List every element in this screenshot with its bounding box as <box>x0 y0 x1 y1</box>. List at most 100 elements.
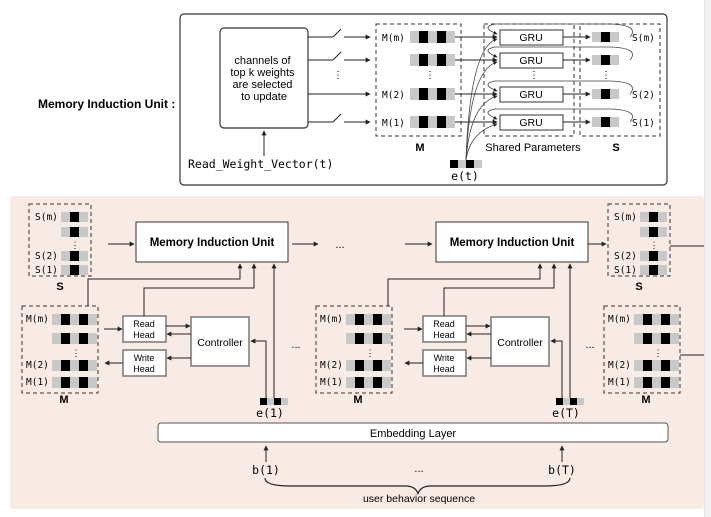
state-vector <box>61 212 88 222</box>
vector-cell-light <box>446 54 455 66</box>
state-group-label: S <box>612 142 619 154</box>
vector-cell-dark <box>373 333 382 344</box>
vector-cell-light <box>52 360 61 371</box>
vector-cell-light <box>346 314 355 325</box>
b1-label: b(1) <box>252 463 280 477</box>
vector-cell-light <box>458 160 466 168</box>
vector-cell-light <box>52 377 61 388</box>
state-group-sT: S(m)S(2)S(1)⋮S <box>607 203 671 293</box>
gru-label: GRU <box>519 117 542 129</box>
read-head-to-miu-arrow <box>443 263 557 316</box>
vector-cell-light <box>658 227 667 237</box>
input-label: e(1) <box>256 406 284 420</box>
input-to-controller-arrow <box>250 338 267 398</box>
vector-cell-dark <box>355 360 364 371</box>
vector-cell-light <box>410 88 419 100</box>
read-head-label: Head <box>433 330 455 340</box>
memory-to-miu-arrow <box>387 263 543 306</box>
vector-cell-light <box>610 117 619 127</box>
vector-cell-dark <box>450 160 458 168</box>
vector-cell-dark <box>79 333 88 344</box>
top-state-rows: S(m)S(2)S(1)⋮ <box>592 32 655 129</box>
bottom-panel-bg <box>10 196 704 509</box>
state-row-label: S(1) <box>35 265 58 276</box>
vector-cell-light <box>658 251 667 261</box>
scrollbar[interactable] <box>704 0 711 517</box>
vector-cell-light <box>652 377 661 388</box>
vector-cell-light <box>592 32 601 42</box>
switch-blade <box>332 51 342 61</box>
state-feedback-curve <box>487 46 633 61</box>
state-row-label: S(2) <box>632 90 655 101</box>
memory-row-label: M(2) <box>382 90 405 101</box>
vector-cell-light <box>652 333 661 344</box>
controller-box <box>490 316 550 367</box>
vector-cell-light <box>88 377 97 388</box>
bT-label: b(T) <box>548 463 576 477</box>
channel-switches: ⋮ <box>308 28 371 125</box>
vector-cell-dark <box>373 314 382 325</box>
state-row-label: S(2) <box>35 251 58 262</box>
vector-cell-light <box>364 377 373 388</box>
vertical-ellipsis: ⋮ <box>71 240 80 250</box>
state-group-box <box>28 203 92 277</box>
vector-cell-light <box>364 360 373 371</box>
write-head-label: Head <box>433 364 455 374</box>
vector-cell-light <box>446 88 455 100</box>
vector-cell-dark <box>70 212 79 222</box>
state-group-label: S <box>56 281 63 293</box>
vector-cell-light <box>658 212 667 222</box>
vector-cell-dark <box>419 88 428 100</box>
vector-cell-light <box>364 314 373 325</box>
vertical-ellipsis: ⋮ <box>72 348 81 358</box>
read-head-label: Head <box>133 330 155 340</box>
vector-cell-dark <box>661 333 670 344</box>
vertical-ellipsis: ⋮ <box>425 70 435 81</box>
vector-cell-light <box>70 314 79 325</box>
vector-cell-light <box>652 360 661 371</box>
top-memory-rows: M(m)M(2)M(1)⋮ <box>382 31 498 129</box>
vector-cell-light <box>658 265 667 275</box>
state-row-label: S(1) <box>632 118 655 129</box>
memory-vector <box>52 314 97 325</box>
vector-cell-light <box>382 314 391 325</box>
memory-vector <box>346 314 391 325</box>
et-to-gru-curve <box>465 123 498 161</box>
controller-label: Controller <box>197 337 243 349</box>
read-weight-vector-label: Read_Weight_Vector(t) <box>188 157 333 171</box>
vector-cell-dark <box>570 398 577 405</box>
vector-cell-dark <box>643 360 652 371</box>
vector-cell-light <box>640 212 649 222</box>
memory-row-label: M(m) <box>320 314 343 325</box>
state-feedback-curve <box>487 80 633 95</box>
vector-cell-light <box>446 116 455 128</box>
state-feedback-curve <box>487 108 633 123</box>
step-1: Memory Induction UnitReadHeadWriteHeadCo… <box>87 221 289 420</box>
memory-group-box <box>315 305 393 394</box>
et-label: e(t) <box>451 169 479 183</box>
vector-cell-light <box>577 398 584 405</box>
vector-cell-light <box>610 32 619 42</box>
state-row-label: S(1) <box>614 265 637 276</box>
memory-induction-unit-label: Memory Induction Unit <box>150 237 275 249</box>
vector-cell-dark <box>601 117 610 127</box>
memory-group-box <box>603 305 681 394</box>
vector-cell-light <box>640 265 649 275</box>
vector-cell-dark <box>70 227 79 237</box>
vector-cell-dark <box>274 398 281 405</box>
topk-selector-box <box>219 27 309 129</box>
top-panel: Memory Induction Unit : channels of top … <box>38 13 668 186</box>
vector-cell-light <box>70 333 79 344</box>
vector-cell-light <box>670 377 679 388</box>
state-group-label: S <box>635 281 642 293</box>
vector-cell-dark <box>661 314 670 325</box>
vector-cell-light <box>428 54 437 66</box>
memory-row-label: M(1) <box>320 377 343 388</box>
vector-cell-light <box>640 251 649 261</box>
vector-cell-dark <box>601 32 610 42</box>
vector-cell-light <box>61 227 70 237</box>
state-vector <box>640 265 667 275</box>
vector-cell-dark <box>61 360 70 371</box>
